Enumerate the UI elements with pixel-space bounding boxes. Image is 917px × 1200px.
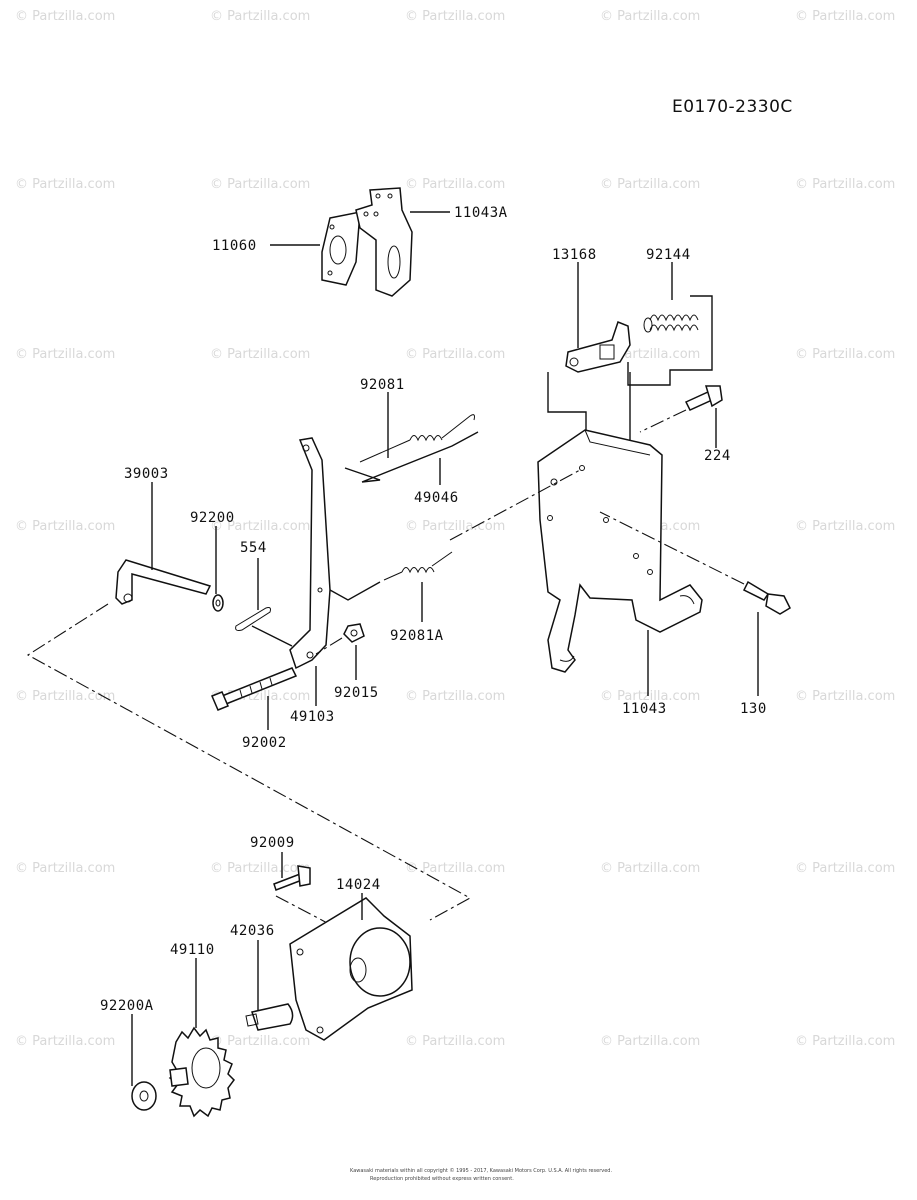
part-11043-governor-plate[interactable] [537, 429, 703, 673]
label-92200[interactable]: 92200 [190, 510, 235, 526]
watermark: © Partzilla.com [15, 177, 115, 192]
watermark: © Partzilla.com [600, 689, 700, 704]
watermark: © Partzilla.com [600, 9, 700, 24]
watermark: © Partzilla.com [210, 9, 310, 24]
label-92081A[interactable]: 92081A [390, 628, 444, 644]
label-130[interactable]: 130 [740, 701, 767, 717]
part-92200A-washer[interactable] [131, 1081, 157, 1111]
footer-copyright: Kawasaki materials within all copyright … [350, 1167, 612, 1174]
watermark: © Partzilla.com [15, 519, 115, 534]
watermark: © Partzilla.com [795, 689, 895, 704]
watermark: © Partzilla.com [600, 861, 700, 876]
watermark: © Partzilla.com [15, 689, 115, 704]
label-92200A[interactable]: 92200A [100, 998, 154, 1014]
label-92144[interactable]: 92144 [646, 247, 691, 263]
guide-13168 [547, 372, 587, 430]
part-92200-washer[interactable] [212, 594, 224, 612]
part-92015-nut[interactable] [343, 623, 365, 643]
footer-notice: Reproduction prohibited without express … [370, 1176, 514, 1182]
label-49103[interactable]: 49103 [290, 709, 335, 725]
part-14024-governor-housing[interactable] [289, 897, 413, 1041]
watermark: © Partzilla.com [210, 519, 310, 534]
part-92144-spring[interactable] [643, 314, 699, 333]
watermark: © Partzilla.com [15, 9, 115, 24]
watermark: © Partzilla.com [210, 347, 310, 362]
watermark: © Partzilla.com [405, 1034, 505, 1049]
label-92009[interactable]: 92009 [250, 835, 295, 851]
watermark: © Partzilla.com [795, 177, 895, 192]
watermark: © Partzilla.com [795, 519, 895, 534]
watermark: © Partzilla.com [405, 519, 505, 534]
part-39003-shaft[interactable] [115, 559, 212, 605]
axis-92015 [315, 637, 343, 655]
guide-92081A [329, 581, 381, 601]
part-49110-gear[interactable] [168, 1026, 235, 1118]
label-39003[interactable]: 39003 [124, 466, 169, 482]
watermark: © Partzilla.com [405, 861, 505, 876]
label-11043[interactable]: 11043 [622, 701, 667, 717]
watermark: © Partzilla.com [405, 347, 505, 362]
watermark-layer: © Partzilla.com © Partzilla.com © Partzi… [15, 9, 895, 1049]
part-130-bolt[interactable] [742, 580, 791, 615]
label-11060[interactable]: 11060 [212, 238, 257, 254]
guide-92081 [344, 431, 479, 483]
watermark: © Partzilla.com [795, 1034, 895, 1049]
watermark: © Partzilla.com [795, 861, 895, 876]
label-92015[interactable]: 92015 [334, 685, 379, 701]
watermark: © Partzilla.com [795, 9, 895, 24]
watermark: © Partzilla.com [15, 861, 115, 876]
axis-130 [599, 511, 745, 585]
part-92081A-spring[interactable] [383, 551, 453, 581]
watermark: © Partzilla.com [15, 347, 115, 362]
part-92081-spring[interactable] [359, 414, 475, 463]
watermark: © Partzilla.com [210, 177, 310, 192]
part-92002-bolt[interactable] [211, 667, 298, 711]
label-13168[interactable]: 13168 [552, 247, 597, 263]
part-13168-lever[interactable] [565, 321, 631, 373]
watermark: © Partzilla.com [795, 347, 895, 362]
label-49110[interactable]: 49110 [170, 942, 215, 958]
guide-92144 [627, 295, 713, 386]
diagram-code: E0170-2330C [672, 97, 793, 117]
watermark: © Partzilla.com [210, 861, 310, 876]
part-92009-bolt[interactable] [273, 865, 311, 891]
label-11043A[interactable]: 11043A [454, 205, 508, 221]
label-14024[interactable]: 14024 [336, 877, 381, 893]
label-92002[interactable]: 92002 [242, 735, 287, 751]
part-42036-pin[interactable] [245, 1003, 294, 1031]
label-92081[interactable]: 92081 [360, 377, 405, 393]
label-49046[interactable]: 49046 [414, 490, 459, 506]
guide-554 [251, 625, 293, 647]
label-42036[interactable]: 42036 [230, 923, 275, 939]
watermark: © Partzilla.com [15, 1034, 115, 1049]
watermark: © Partzilla.com [405, 9, 505, 24]
axis-224 [639, 409, 687, 433]
part-11043A-bracket[interactable] [355, 187, 413, 297]
watermark: © Partzilla.com [210, 1034, 310, 1049]
part-11060-gasket[interactable] [321, 211, 361, 286]
watermark: © Partzilla.com [405, 177, 505, 192]
part-554-pin[interactable] [235, 607, 271, 631]
part-224-bolt[interactable] [684, 385, 723, 411]
label-224[interactable]: 224 [704, 448, 731, 464]
watermark: © Partzilla.com [600, 1034, 700, 1049]
watermark: © Partzilla.com [405, 689, 505, 704]
part-49103-governor-arm[interactable] [289, 437, 331, 670]
label-554[interactable]: 554 [240, 540, 267, 556]
watermark: © Partzilla.com [600, 177, 700, 192]
